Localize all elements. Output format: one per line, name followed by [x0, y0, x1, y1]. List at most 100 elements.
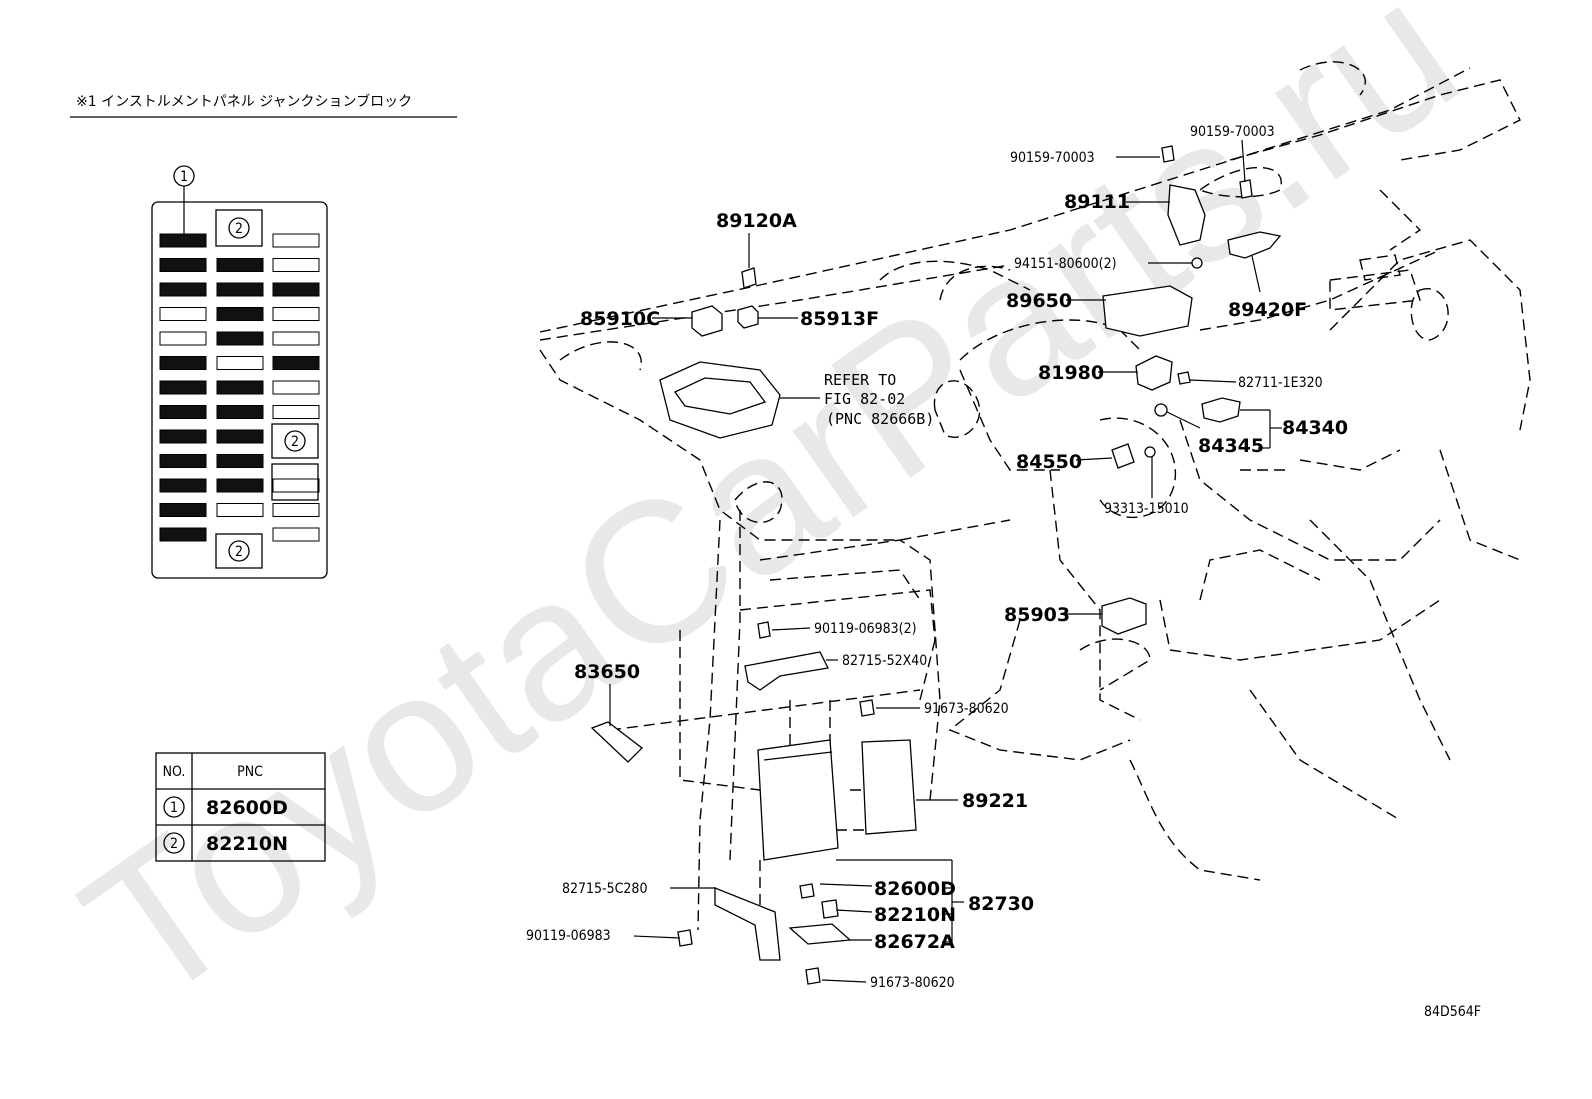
pnc-table-col-pnc: PNC: [237, 764, 263, 780]
fuse-slot-filled: [216, 405, 264, 419]
part-82672A: [788, 923, 852, 945]
fuse-slot-filled: [216, 282, 264, 297]
sensor-89420F: [1227, 231, 1282, 259]
fuse-grid: [159, 233, 320, 542]
fuse-slot-filled: [159, 356, 207, 370]
pnc-row-1-no: 1: [170, 800, 178, 816]
label-84550: 84550: [1016, 451, 1082, 473]
badge-circle-middle: [284, 430, 306, 452]
bracket-82715-5C280: [714, 887, 781, 961]
fuse-slot-filled: [216, 429, 264, 444]
bolt-90159-70003-b: [1239, 179, 1253, 199]
leader-lines: [609, 139, 1282, 983]
bolt-90119-06983: [677, 929, 693, 947]
fuse-slot-empty: [272, 307, 320, 321]
fuse-slot-filled: [159, 405, 207, 419]
label-94151-80600-2: 94151-80600(2): [1014, 256, 1117, 272]
refer-note-line3: (PNC 82666B): [826, 410, 934, 428]
label-82715-52X40: 82715-52X40: [842, 653, 927, 669]
label-83650: 83650: [574, 661, 640, 683]
label-82210N: 82210N: [874, 904, 956, 926]
label-82715-5C280: 82715-5C280: [562, 881, 647, 897]
relay-85913F: [737, 305, 759, 329]
refer-note-line2: FIG 82-02: [824, 390, 905, 408]
callout-1-label: 1: [180, 169, 188, 185]
label-90119-06983: 90119-06983: [526, 928, 611, 944]
pnc-table-col-no: NO.: [163, 764, 186, 780]
label-82600D: 82600D: [874, 878, 956, 900]
label-85913F: 85913F: [800, 308, 879, 330]
fuse-slot-empty: [216, 503, 264, 517]
badge-circle-top: [228, 217, 250, 239]
sensor-84550: [1111, 443, 1135, 469]
unit-89111: [1167, 184, 1206, 246]
label-89120A: 89120A: [716, 210, 797, 232]
fuse-slot-filled: [159, 258, 207, 272]
label-89420F: 89420F: [1228, 299, 1307, 321]
fuse-slot-empty: [272, 258, 320, 272]
fuse-slot-filled: [159, 233, 207, 248]
watermark: ToyotaCarParts.ru: [47, 0, 1495, 1045]
switch-81980: [1135, 355, 1173, 391]
block-title: ※1 インストルメントパネル ジャンクションブロック: [76, 93, 412, 110]
part-82210N: [821, 899, 839, 919]
fuse-slot-filled: [159, 380, 207, 395]
fuse-slot-filled: [159, 527, 207, 542]
fuse-slot-empty: [159, 331, 207, 346]
badge-circle-bottom: [228, 540, 250, 562]
pnc-row-1-circle: [163, 796, 185, 818]
fuse-slot-filled: [159, 282, 207, 297]
junction-block-outline: [151, 201, 328, 579]
clip-82711-1E320: [1177, 371, 1191, 385]
relay-85903: [1101, 597, 1147, 635]
fuse-slot-filled: [216, 307, 264, 321]
unit-89650: [1102, 285, 1193, 337]
part-labels: 90159-70003 90159-70003 89111 89120A 941…: [526, 124, 1348, 991]
refer-note: REFER TO FIG 82-02 (PNC 82666B): [824, 371, 934, 428]
junction-block-82730: [757, 739, 839, 861]
pnc-row-1-pnc: 82600D: [206, 797, 288, 819]
label-89111: 89111: [1064, 191, 1130, 213]
screw-93313-15010: [1144, 446, 1156, 458]
fuse-slot-filled: [216, 331, 264, 346]
pnc-table-border: [155, 752, 326, 862]
pnc-row-2-circle: [163, 832, 185, 854]
fuse-slot-filled: [216, 454, 264, 468]
switch-84340: [1201, 397, 1241, 423]
label-90119-06983-2: 90119-06983(2): [814, 621, 917, 637]
large-relay-slot: [271, 463, 319, 501]
fuse-slot-empty: [272, 527, 320, 542]
bracket-82715-52X40: [744, 651, 829, 691]
fuse-slot-empty: [272, 233, 320, 248]
fuse-slot-filled: [159, 454, 207, 468]
badge-label-bottom: 2: [235, 544, 243, 560]
components: [590, 145, 1282, 985]
pnc-row-2-no: 2: [170, 836, 178, 852]
fuse-slot-filled: [216, 258, 264, 272]
fuse-slot-empty: [272, 380, 320, 395]
fuse-slot-filled: [272, 282, 320, 297]
bolt-90159-70003-a: [1161, 145, 1175, 163]
label-84340: 84340: [1282, 417, 1348, 439]
nut-94151-80600: [1191, 257, 1203, 269]
dashboard-outline: [539, 61, 1531, 940]
fuse-slot-filled: [159, 478, 207, 493]
fuse-slot-empty: [216, 356, 264, 370]
badge-box-top: [215, 209, 263, 247]
junction-block-figure: 1 2 2 2: [151, 165, 328, 579]
fuse-slot-filled: [272, 356, 320, 370]
relay-85910C: [691, 305, 723, 337]
fuse-slot-empty: [159, 307, 207, 321]
fuse-slot-filled: [216, 478, 264, 493]
badge-box-middle: [271, 423, 319, 459]
label-91673-80620-b: 91673-80620: [870, 975, 955, 991]
pnc-row-2-pnc: 82210N: [206, 833, 288, 855]
badge-box-bottom: [215, 533, 263, 569]
badge-label-middle: 2: [291, 434, 299, 450]
label-91673-80620-a: 91673-80620: [924, 701, 1009, 717]
label-85910C: 85910C: [580, 308, 660, 330]
label-82672A: 82672A: [874, 931, 955, 953]
fuse-slot-empty: [272, 478, 320, 493]
fuse-slot-empty: [272, 331, 320, 346]
